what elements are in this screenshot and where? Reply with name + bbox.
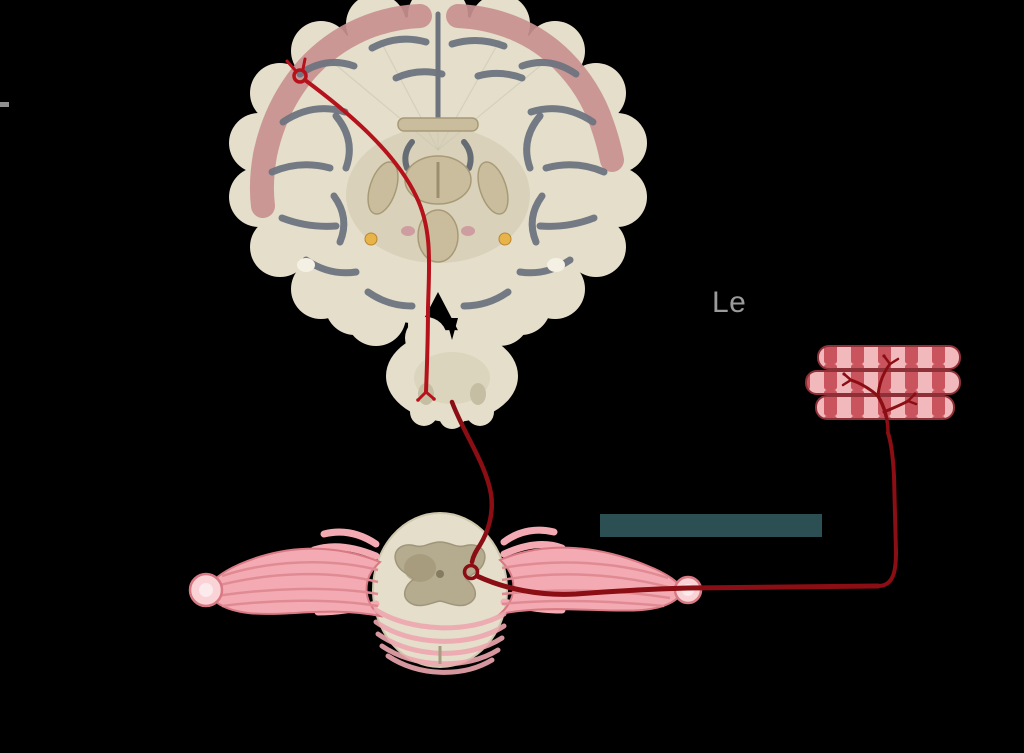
lower-motor-neuron [449,354,918,597]
lateral-ventricle-left [402,139,415,171]
spinal-nerve-left [188,528,384,618]
white-spot-right [547,258,565,272]
corpus-callosum [397,117,479,132]
spinal-cord-section [188,512,703,675]
basal-ganglia-left [367,161,399,215]
motor-cortex-highlight [249,4,624,218]
brainstem-section [386,317,518,429]
neuromuscular-branches [841,354,918,435]
gray-matter-butterfly [394,541,486,664]
lateral-ventricle-right [461,139,474,171]
lower-neuron-axon [474,573,881,597]
left-edge-mark [0,102,9,107]
subthalamic-nucleus-left [364,232,378,246]
label-highlight-bar [600,514,822,537]
olive-right [470,383,486,405]
spinal-nerve-right [496,526,703,616]
sulci-lines [268,11,608,310]
muscle-fiber [817,345,961,370]
lower-neuron-soma [462,563,480,581]
partial-label-left: Le [712,286,747,319]
subthalamic-nucleus-right [498,232,512,246]
brain-coronal-section [229,0,647,355]
muscle-fiber [805,370,961,395]
upper-motor-neuron [285,57,436,402]
skeletal-muscle [805,345,961,420]
white-spot-left [297,258,315,272]
upper-neuron-soma [292,68,308,84]
central-canal [436,570,444,578]
basal-ganglia-right [477,161,509,215]
upper-neuron-axon [303,78,432,394]
